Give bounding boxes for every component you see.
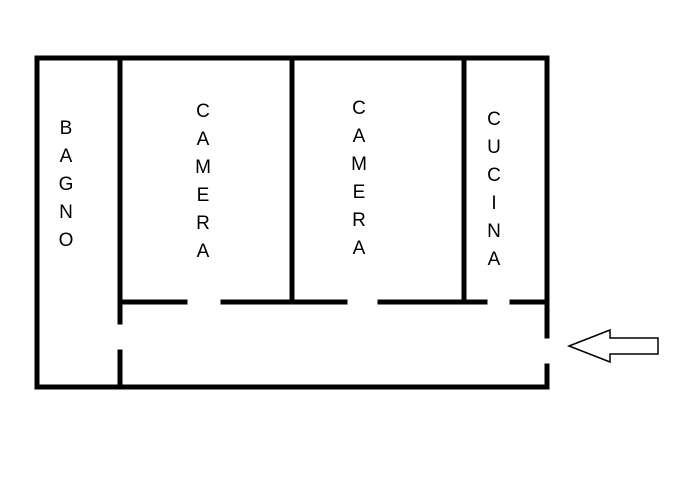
room-label-letter: C xyxy=(352,98,366,119)
room-label-letter: E xyxy=(353,182,366,203)
room-label-letter: N xyxy=(59,202,73,223)
room-label-letter: R xyxy=(196,213,210,234)
room-label-letter: A xyxy=(353,126,366,147)
room-label-letter: G xyxy=(59,174,74,195)
room-label-letter: M xyxy=(351,154,367,175)
room-label-letter: A xyxy=(197,241,210,262)
room-label-letter: A xyxy=(488,249,501,270)
room-label-letter: A xyxy=(353,238,366,259)
room-label-letter: I xyxy=(491,193,496,214)
room-label-letter: E xyxy=(197,185,210,206)
room-label-letter: N xyxy=(487,221,501,242)
room-label-letter: O xyxy=(59,230,74,251)
room-label-letter: C xyxy=(196,101,210,122)
arrow-left-icon xyxy=(566,328,659,364)
room-label-letter: M xyxy=(195,157,211,178)
room-label-letter: A xyxy=(60,146,73,167)
room-label-letter: R xyxy=(352,210,366,231)
room-label-letter: C xyxy=(487,109,501,130)
room-label-letter: U xyxy=(487,137,501,158)
room-label-letter: B xyxy=(60,118,73,139)
room-label-letter: A xyxy=(197,129,210,150)
room-label-letter: C xyxy=(487,165,501,186)
